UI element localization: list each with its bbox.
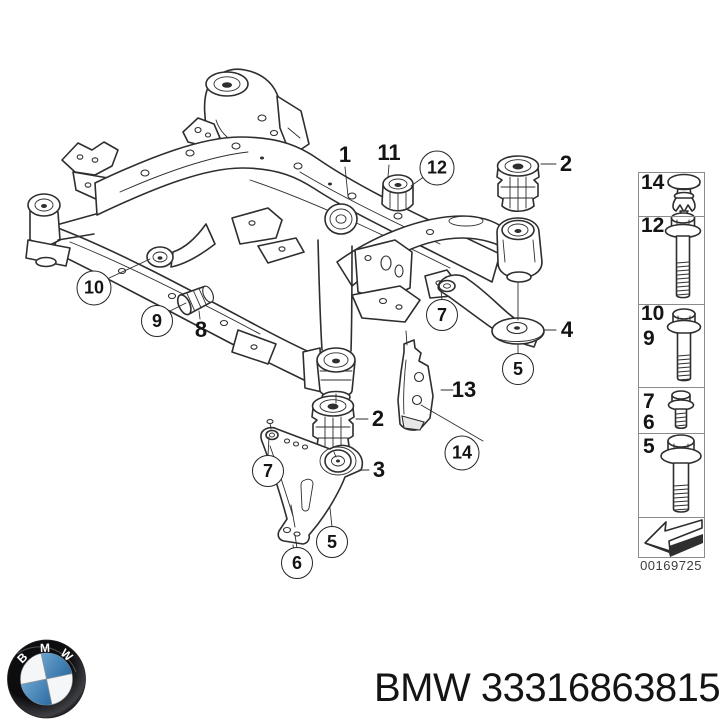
legend-label-6: 6 — [643, 411, 655, 434]
flange-bolt-10-9-icon — [666, 308, 702, 382]
legend-label-7: 7 — [643, 390, 655, 413]
legend-divider — [638, 517, 704, 518]
callout-circle-6: 6 — [281, 547, 313, 579]
legend-divider — [638, 304, 704, 305]
part-11-bushing — [381, 174, 414, 212]
callout-8: 8 — [194, 317, 208, 342]
callout-4: 4 — [560, 317, 574, 342]
center-pillar — [231, 203, 421, 352]
callout-2-lower: 2 — [371, 406, 385, 431]
rear-crossmember — [94, 136, 501, 283]
center-bottom-mount — [302, 347, 356, 404]
callout-circle-12: 12 — [419, 150, 455, 186]
push-rivet-icon — [667, 173, 701, 219]
part-13-bracket — [397, 339, 434, 431]
legend-fastener-icons — [644, 173, 703, 557]
direction-arrow-icon — [644, 519, 703, 557]
alignment-lines — [333, 282, 519, 458]
legend-label-10: 10 — [641, 302, 665, 325]
callout-circle-10: 10 — [76, 270, 112, 306]
part-number-text: BMW 33316863815 — [374, 666, 720, 710]
callout-circle-7-upper: 7 — [426, 299, 458, 331]
callout-1: 1 — [338, 142, 352, 167]
callout-3: 3 — [372, 457, 386, 482]
callout-2-upper: 2 — [559, 151, 573, 176]
callout-leaders — [106, 163, 557, 549]
legend-divider — [638, 387, 704, 388]
flange-bolt-12-icon — [664, 212, 702, 299]
fastener-legend-box — [638, 172, 705, 558]
callout-circle-5-upper: 5 — [502, 353, 534, 385]
part-2-bushing-lower — [311, 395, 355, 453]
callout-circle-7-lower: 7 — [252, 455, 284, 487]
callout-circle-5-lower: 5 — [316, 526, 348, 558]
flange-bolt-5-icon — [660, 434, 702, 513]
legend-divider — [638, 433, 704, 434]
legend-label-9: 9 — [643, 327, 655, 350]
flange-bolt-7-6-icon — [667, 390, 695, 430]
downtube-bushing — [146, 223, 216, 268]
part-2-bushing-upper — [496, 155, 540, 213]
right-corner-mount — [496, 217, 543, 283]
callout-circle-14: 14 — [444, 435, 480, 471]
callout-13: 13 — [451, 377, 477, 402]
bmw-logo — [7, 639, 86, 719]
part-4-vibration-damper — [437, 274, 545, 348]
legend-label-5: 5 — [643, 435, 655, 458]
callout-circle-9: 9 — [141, 305, 173, 337]
bmw-logo-letter-m: M — [39, 640, 51, 656]
diagram-code: 00169725 — [640, 558, 702, 573]
part-8-buffer — [176, 285, 215, 316]
legend-label-14: 14 — [641, 171, 665, 194]
front-left-mount — [25, 193, 97, 268]
legend-label-12: 12 — [641, 214, 665, 237]
callout-11: 11 — [377, 140, 401, 165]
legend-divider — [638, 216, 704, 217]
